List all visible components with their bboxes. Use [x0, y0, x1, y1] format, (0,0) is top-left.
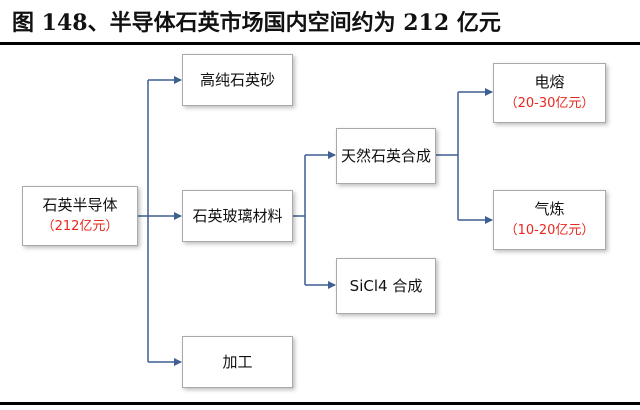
node-label: SiCl4 合成 — [349, 277, 423, 295]
node-electric-fusion: 电熔 （20-30亿元） — [493, 63, 606, 123]
node-processing: 加工 — [182, 336, 293, 388]
node-value: （20-30亿元） — [504, 96, 595, 111]
node-gas-fusion: 气炼 （10-20亿元） — [493, 190, 606, 250]
node-natural-synthesis: 天然石英合成 — [336, 128, 436, 184]
bottom-rule — [0, 402, 640, 405]
node-label: 石英半导体 — [42, 196, 118, 214]
node-semiconductor-quartz: 石英半导体 （212亿元） — [22, 186, 138, 246]
node-value: （10-20亿元） — [504, 223, 595, 238]
node-high-purity-sand: 高纯石英砂 — [182, 54, 293, 106]
top-rule — [0, 42, 640, 45]
node-label: 天然石英合成 — [340, 147, 431, 165]
node-value: （212亿元） — [41, 219, 119, 234]
node-quartz-glass: 石英玻璃材料 — [182, 190, 293, 242]
node-label: 气炼 — [534, 200, 565, 218]
node-sicl4-synthesis: SiCl4 合成 — [336, 258, 436, 314]
node-label: 高纯石英砂 — [199, 71, 275, 89]
figure-title: 图 148、半导体石英市场国内空间约为 212 亿元 — [12, 10, 501, 36]
node-label: 电熔 — [534, 73, 565, 91]
node-label: 加工 — [222, 353, 253, 371]
node-label: 石英玻璃材料 — [192, 207, 283, 225]
